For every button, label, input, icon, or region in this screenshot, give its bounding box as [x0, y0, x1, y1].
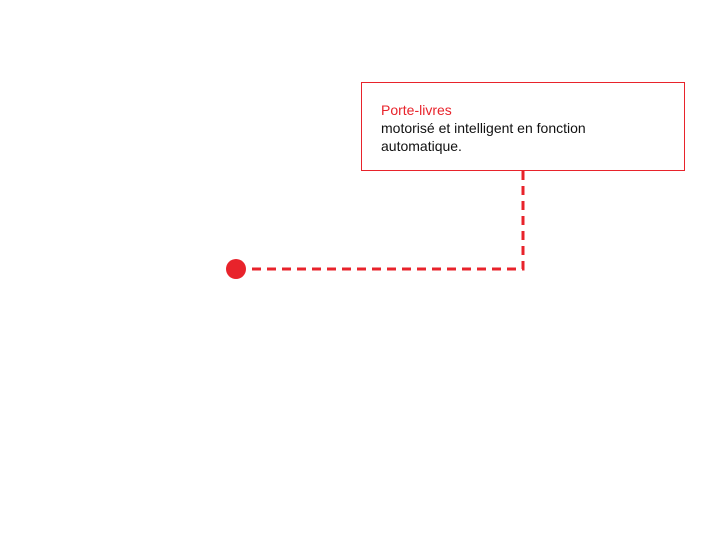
annotation-description: motorisé et intelligent en fonction auto… [381, 120, 586, 154]
annotation-callout-box: Porte-livres motorisé et intelligent en … [361, 82, 685, 171]
dashed-leader-line [246, 171, 525, 271]
hotspot-dot[interactable] [226, 259, 246, 279]
annotation-title: Porte-livres [381, 102, 452, 118]
